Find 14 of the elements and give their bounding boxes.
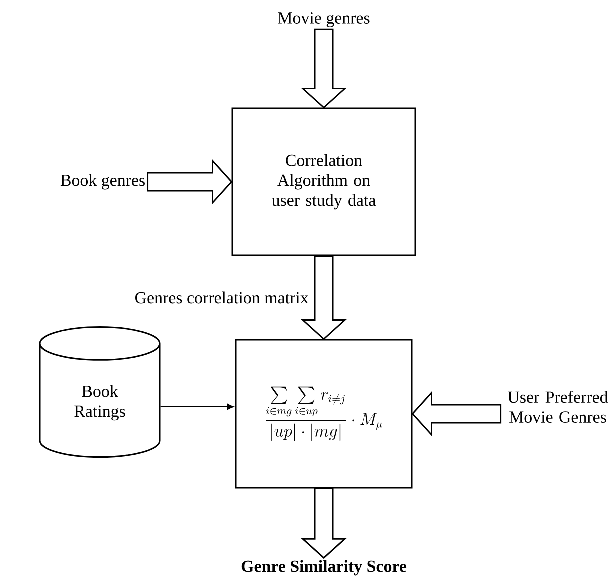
output-label: Genre Similarity Score: [242, 560, 407, 576]
block-arrow: [147, 159, 233, 205]
block-arrow: [301, 488, 347, 560]
block-arrow: [301, 256, 347, 340]
arrow: [160, 404, 234, 410]
formula-box: $\frac{\sum\limits_{i\in mg}\sum\limits_{i\in up} r_{i\neq j}}{\left|up\right|\cdot\left|mg\right|}\cdot M_{\mu}$: [235, 339, 413, 489]
input-label: Movie genres: [278, 12, 370, 28]
process-box: Correlation Algorithm on user study data: [232, 108, 416, 256]
input-label: User Preferred Movie Genres: [508, 391, 608, 423]
database-cylinder: Book Ratings: [39, 326, 161, 458]
block-arrow: [412, 391, 502, 437]
block-arrow: [301, 28, 347, 109]
input-label: Book genres: [60, 174, 145, 190]
edge-label: Genres correlation matrix: [134, 290, 310, 305]
